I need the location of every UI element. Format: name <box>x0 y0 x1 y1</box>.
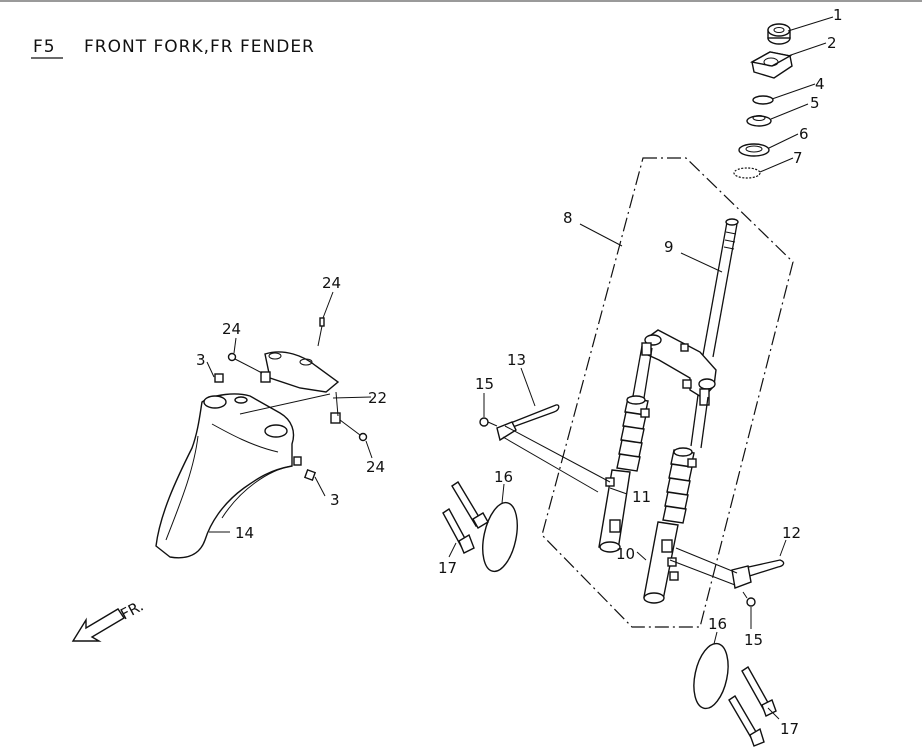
callout-12: 12 <box>782 524 801 542</box>
callout-14: 14 <box>235 524 254 542</box>
part-17-bolt-right-a <box>741 665 777 717</box>
callout-2: 2 <box>827 34 837 52</box>
front-direction-arrow <box>71 608 125 642</box>
fork-assembly-boundary <box>541 157 794 628</box>
callout-17-right: 17 <box>780 720 799 738</box>
under-bracket <box>641 329 717 406</box>
diagram-code: F5 <box>33 37 56 57</box>
callout-1: 1 <box>833 6 843 24</box>
part-17-bolt-right-b <box>728 695 765 747</box>
part-12-hose-guide <box>669 547 785 589</box>
part-16-reflector-right <box>693 642 729 710</box>
callout-17-left: 17 <box>438 559 457 577</box>
part-13-hose-guide <box>496 404 611 493</box>
callout-10: 10 <box>616 545 635 563</box>
callout-3-lower: 3 <box>330 491 340 509</box>
callout-5: 5 <box>810 94 820 112</box>
fender-brace <box>239 351 341 424</box>
callout-24-lower: 24 <box>366 458 385 476</box>
part-3-clip-upper <box>214 373 224 383</box>
callout-23: 24 <box>322 274 341 292</box>
diagram-title: FRONT FORK,FR FENDER <box>84 37 315 57</box>
part-17-bolt-left-b <box>442 507 475 554</box>
part-4-lock-washer <box>752 95 774 105</box>
callout-16-right: 16 <box>708 615 727 633</box>
top-border <box>0 0 922 2</box>
part-15-screw-right <box>742 591 756 607</box>
part-16-reflector-left <box>482 501 518 573</box>
callout-15-right: 15 <box>744 631 763 649</box>
part-17-bolt-left-a <box>451 481 489 529</box>
part-3-clip-side <box>293 456 302 466</box>
part-15-screw-left <box>479 417 498 427</box>
callout-11: 11 <box>632 488 651 506</box>
part-7-ball-race <box>733 167 761 179</box>
callout-6: 6 <box>799 125 809 143</box>
callout-4: 4 <box>815 75 825 93</box>
callout-16-left: 16 <box>494 468 513 486</box>
part-1-nut <box>767 23 791 45</box>
callout-13: 13 <box>507 351 526 369</box>
part-23-screw <box>317 317 325 347</box>
part-24-bolt-upper <box>227 352 263 374</box>
callout-22: 22 <box>368 389 387 407</box>
part-24-bolt-lower <box>339 419 368 442</box>
callout-8: 8 <box>563 209 573 227</box>
right-fork-leg <box>643 394 709 604</box>
part-14-front-fender <box>155 393 295 559</box>
callout-15-left: 15 <box>475 375 494 393</box>
part-5-race-cone <box>746 115 772 127</box>
left-fork-leg <box>598 345 653 553</box>
part-9-steering-stem <box>702 218 739 358</box>
part-6-race <box>738 143 770 157</box>
part-2-washer <box>749 51 793 79</box>
callout-24-upper: 24 <box>222 320 241 338</box>
part-3-clip-lower <box>303 468 317 482</box>
callout-9: 9 <box>664 238 674 256</box>
callout-3-upper: 3 <box>196 351 206 369</box>
leader-lines <box>206 16 834 720</box>
callout-7: 7 <box>793 149 803 167</box>
